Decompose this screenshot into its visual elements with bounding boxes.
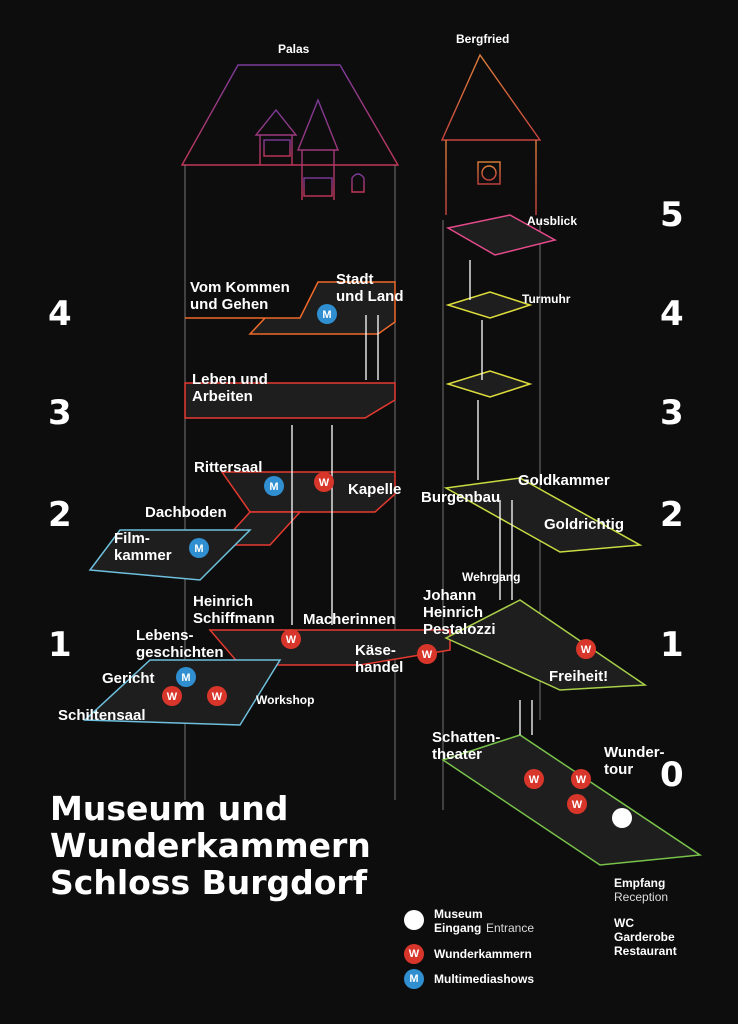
marker-rittersaal[interactable]: M [264, 476, 284, 496]
room-goldkammer[interactable]: Goldkammer [518, 472, 610, 489]
level-right-3: 3 [660, 393, 684, 433]
room-schattentheater[interactable]: Schatten- theater [432, 729, 501, 763]
room-filmkammer[interactable]: Film- kammer [114, 530, 172, 564]
svg-text:W: W [319, 477, 330, 489]
svg-text:W: W [212, 691, 223, 703]
palas-filmkammer [88, 529, 252, 581]
palas-floor-1 [208, 629, 451, 666]
room-wundertour[interactable]: Wunder- tour [604, 744, 665, 778]
marker-wundertour-2[interactable]: W [567, 794, 587, 814]
room-workshop[interactable]: Workshop [256, 693, 315, 707]
room-freiheit[interactable]: Freiheit! [549, 668, 609, 685]
marker-stadt-und-land[interactable]: M [317, 304, 337, 324]
marker-schiltensaal-2[interactable]: W [207, 686, 227, 706]
svg-text:W: W [167, 691, 178, 703]
palas-floor-1-lower [83, 659, 282, 726]
marker-gericht[interactable]: M [176, 667, 196, 687]
info-facilities: WC Garderobe Restaurant [614, 916, 677, 958]
svg-text:M: M [181, 672, 190, 684]
room-dachboden[interactable]: Dachboden [145, 504, 227, 521]
room-heinrich-schiffmann[interactable]: Heinrich Schiffmann [193, 593, 275, 627]
room-gericht[interactable]: Gericht [102, 670, 155, 687]
marker-schiltensaal-1[interactable]: W [162, 686, 182, 706]
level-left-3: 3 [48, 393, 72, 433]
room-lebensgeschichten[interactable]: Lebens- geschichten [136, 627, 224, 661]
level-right-1: 1 [660, 625, 684, 665]
room-kapelle[interactable]: Kapelle [348, 481, 402, 498]
marker-kapelle[interactable]: W [314, 472, 334, 492]
svg-text:W: W [529, 774, 540, 786]
room-turmuhr[interactable]: Turmuhr [522, 292, 571, 306]
legend-multimedia: Multimediashows [434, 972, 535, 986]
level-right-4: 4 [660, 294, 684, 334]
room-stadt-und-land[interactable]: Stadt und Land [336, 271, 404, 305]
palas-building [180, 64, 400, 800]
svg-text:W: W [576, 774, 587, 786]
marker-schattentheater[interactable]: W [524, 769, 544, 789]
room-kaesehandel[interactable]: Käse- handel [355, 642, 404, 676]
label-bergfried: Bergfried [456, 32, 510, 46]
level-right-0: 0 [660, 755, 684, 795]
info-reception: Reception [614, 890, 669, 904]
room-macherinnen[interactable]: Macherinnen [303, 611, 396, 628]
marker-wundertour-1[interactable]: W [571, 769, 591, 789]
room-goldrichtig[interactable]: Goldrichtig [544, 516, 624, 533]
legend-entrance-en: Entrance [486, 921, 535, 935]
room-burgenbau[interactable]: Burgenbau [421, 489, 501, 506]
legend-entrance: Museum Eingang [434, 907, 483, 935]
palas-floor-3 [184, 382, 396, 419]
legend-wunderkammer-icon: W [404, 944, 424, 964]
svg-text:W: W [286, 634, 297, 646]
legend-entrance-bold: Museum Eingang [434, 907, 483, 935]
marker-schiffmann[interactable]: W [281, 629, 301, 649]
svg-text:W: W [572, 799, 583, 811]
legend-wunderkammern: Wunderkammern [434, 947, 532, 961]
label-palas: Palas [278, 42, 310, 56]
marker-entrance[interactable] [612, 808, 632, 828]
svg-text:W: W [422, 649, 433, 661]
bergfried-building [440, 53, 542, 810]
info-empfang: Empfang [614, 876, 666, 890]
marker-filmkammer[interactable]: M [189, 538, 209, 558]
marker-freiheit[interactable]: W [576, 639, 596, 659]
room-pestalozzi[interactable]: Johann Heinrich Pestalozzi [423, 587, 496, 638]
legend-multimedia-icon: M [404, 969, 424, 989]
svg-text:M: M [194, 543, 203, 555]
stairs [291, 260, 533, 735]
level-right-2: 2 [660, 495, 684, 535]
level-left-1: 1 [48, 625, 72, 665]
level-right-5: 5 [660, 195, 684, 235]
room-wehrgang[interactable]: Wehrgang [462, 570, 521, 584]
svg-text:M: M [269, 481, 278, 493]
room-vom-kommen-und-gehen[interactable]: Vom Kommen und Gehen [190, 279, 290, 313]
level-left-4: 4 [48, 294, 72, 334]
svg-text:M: M [322, 309, 331, 321]
map-title: Museum und Wunderkammern Schloss Burgdor… [50, 789, 371, 902]
room-schiltensaal[interactable]: Schiltensaal [58, 707, 146, 724]
room-rittersaal[interactable]: Rittersaal [194, 459, 263, 476]
room-leben-und-arbeiten[interactable]: Leben und Arbeiten [192, 371, 268, 405]
marker-kaesehandel[interactable]: W [417, 644, 437, 664]
palas-floor-4 [185, 281, 396, 335]
svg-text:W: W [581, 644, 592, 656]
legend-entrance-dot [404, 910, 424, 930]
level-left-2: 2 [48, 495, 72, 535]
room-ausblick[interactable]: Ausblick [527, 214, 578, 228]
